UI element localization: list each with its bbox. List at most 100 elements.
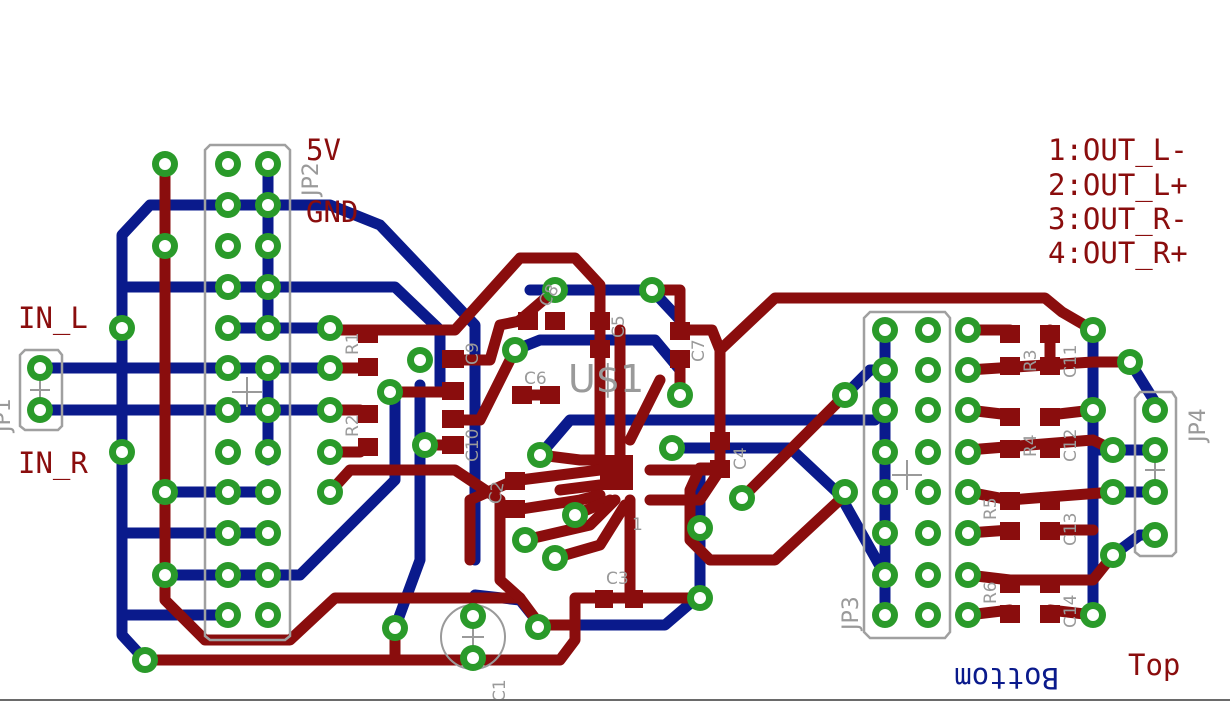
r4-label: R4	[1021, 434, 1041, 457]
pad-drill-hole	[222, 240, 234, 252]
c6-label: C6	[524, 369, 547, 389]
pad-drill-hole	[922, 364, 934, 376]
pad-drill-hole	[222, 527, 234, 539]
pad-drill-hole	[262, 362, 274, 374]
c7-label: C7	[689, 339, 709, 362]
pad-drill-hole	[519, 534, 531, 546]
net-label-in-r: IN_R	[18, 446, 88, 481]
pad-drill-hole	[1149, 444, 1161, 456]
pad-drill-hole	[674, 389, 686, 401]
pad-drill-hole	[922, 446, 934, 458]
pad-drill-hole	[262, 240, 274, 252]
pad-drill-hole	[879, 324, 891, 336]
pad-drill-hole	[694, 592, 706, 604]
pad-drill-hole	[1124, 356, 1136, 368]
pad-drill-hole	[879, 609, 891, 621]
pad-drill-hole	[962, 404, 974, 416]
c14-label: C14	[1061, 594, 1081, 628]
pad-drill-hole	[116, 322, 128, 334]
pad-drill-hole	[262, 322, 274, 334]
pad-drill-hole	[922, 324, 934, 336]
pad-drill-hole	[467, 610, 479, 622]
pad-drill-hole	[159, 240, 171, 252]
through-hole-pads	[27, 151, 1168, 673]
pad-drill-hole	[324, 322, 336, 334]
pad-drill-hole	[222, 199, 234, 211]
pad-drill-hole	[262, 199, 274, 211]
pad-drill-hole	[467, 652, 479, 664]
c11-label: C11	[1061, 344, 1081, 378]
pad-drill-hole	[34, 362, 46, 374]
pad-drill-hole	[159, 486, 171, 498]
pad-drill-hole	[879, 527, 891, 539]
pad-drill-hole	[1107, 549, 1119, 561]
pad-drill-hole	[646, 284, 658, 296]
c9-label: C9	[463, 342, 483, 365]
c12-label: C12	[1061, 428, 1081, 462]
jp3-label: JP3	[839, 596, 864, 632]
jp1-label: JP1	[0, 398, 16, 434]
c1-label: C1	[490, 679, 510, 702]
pad-drill-hole	[1149, 404, 1161, 416]
pad-drill-hole	[922, 527, 934, 539]
pad-drill-hole	[116, 446, 128, 458]
c4-label: C4	[731, 447, 751, 470]
legend-line-4: 4:OUT_R+	[1048, 236, 1188, 271]
pad-drill-hole	[569, 509, 581, 521]
layer-label-top: Top	[1128, 648, 1180, 682]
pad-drill-hole	[1087, 404, 1099, 416]
r6-label: R6	[981, 581, 1001, 604]
silkscreen-layer	[18, 143, 1178, 670]
legend-line-1: 1:OUT_L-	[1048, 133, 1188, 168]
c10-label: C10	[463, 428, 483, 462]
pad-drill-hole	[922, 486, 934, 498]
pad-drill-hole	[222, 404, 234, 416]
pad-drill-hole	[262, 404, 274, 416]
pad-drill-hole	[262, 486, 274, 498]
pad-drill-hole	[534, 449, 546, 461]
net-label-5v: 5V	[306, 133, 341, 167]
pad-drill-hole	[962, 609, 974, 621]
pad-drill-hole	[389, 622, 401, 634]
pad-drill-hole	[262, 569, 274, 581]
pad-drill-hole	[962, 486, 974, 498]
pad-drill-hole	[222, 362, 234, 374]
pin1-mark: 1	[632, 515, 643, 535]
pad-drill-hole	[1087, 609, 1099, 621]
legend-line-2: 2:OUT_L+	[1048, 168, 1188, 203]
pad-drill-hole	[324, 362, 336, 374]
c13-label: C13	[1061, 512, 1081, 546]
c2-label: C2	[485, 480, 509, 506]
pad-drill-hole	[922, 609, 934, 621]
layer-label-bottom: Bottom	[954, 661, 1059, 695]
pad-drill-hole	[1149, 529, 1161, 541]
pad-drill-hole	[262, 281, 274, 293]
r5-label: R5	[981, 497, 1001, 520]
pad-drill-hole	[736, 492, 748, 504]
pad-drill-hole	[879, 364, 891, 376]
jp4-outline	[1133, 390, 1178, 558]
net-label-gnd: GND	[306, 195, 358, 229]
pad-drill-hole	[222, 446, 234, 458]
c3-label: C3	[606, 569, 629, 589]
pad-drill-hole	[839, 486, 851, 498]
u1-exposed-pad	[600, 455, 633, 490]
pad-drill-hole	[262, 609, 274, 621]
pad-drill-hole	[962, 364, 974, 376]
u1-label: U$1	[568, 357, 644, 401]
jp2-label: JP2	[299, 162, 324, 198]
pad-drill-hole	[962, 569, 974, 581]
r1-label: R1	[343, 332, 363, 355]
pad-drill-hole	[222, 158, 234, 170]
pad-drill-hole	[1149, 486, 1161, 498]
net-label-in-l: IN_L	[18, 301, 88, 336]
pad-drill-hole	[262, 446, 274, 458]
pad-drill-hole	[532, 621, 544, 633]
pad-drill-hole	[666, 442, 678, 454]
pad-drill-hole	[414, 354, 426, 366]
pad-drill-hole	[549, 284, 561, 296]
pad-drill-hole	[159, 569, 171, 581]
pad-drill-hole	[1087, 324, 1099, 336]
pad-drill-hole	[879, 404, 891, 416]
